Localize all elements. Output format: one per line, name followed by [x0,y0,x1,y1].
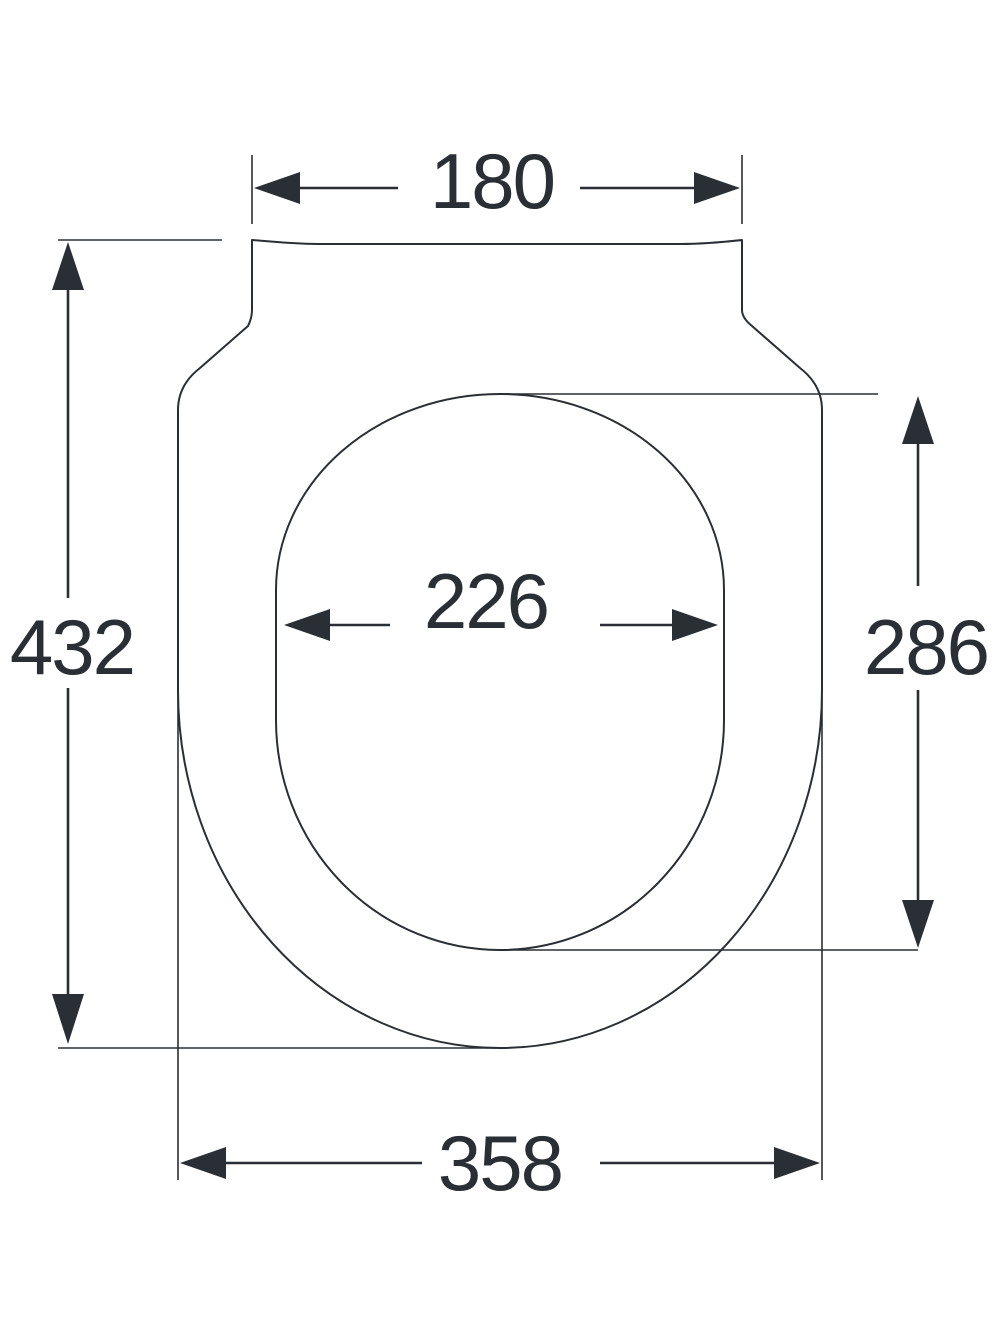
dimension-label-overall-length: 432 [10,603,134,691]
dimension-opening-width: 226 [284,557,718,645]
arrowhead-right [774,1147,820,1179]
arrowhead-left [284,609,330,641]
arrowhead-up [902,396,934,444]
arrowhead-up [52,242,84,290]
dimension-label-top-width: 180 [430,137,554,225]
dimension-label-opening-width: 226 [424,557,548,645]
arrowhead-right [694,172,740,204]
arrowhead-left [180,1147,226,1179]
seat-opening-outline [275,393,725,951]
dimension-label-outer-width: 358 [438,1119,562,1207]
arrowhead-down [902,900,934,948]
arrowhead-left [254,172,300,204]
dimension-opening-length: 286 [864,396,990,948]
dimension-label-opening-length: 286 [864,603,988,691]
dimension-outer-width: 358 [180,1119,820,1207]
arrowhead-right [672,609,718,641]
dimension-top-width: 180 [254,137,740,225]
arrowhead-down [52,994,84,1044]
dimension-overall-length: 432 [10,242,136,1044]
extension-lines [58,155,918,1180]
